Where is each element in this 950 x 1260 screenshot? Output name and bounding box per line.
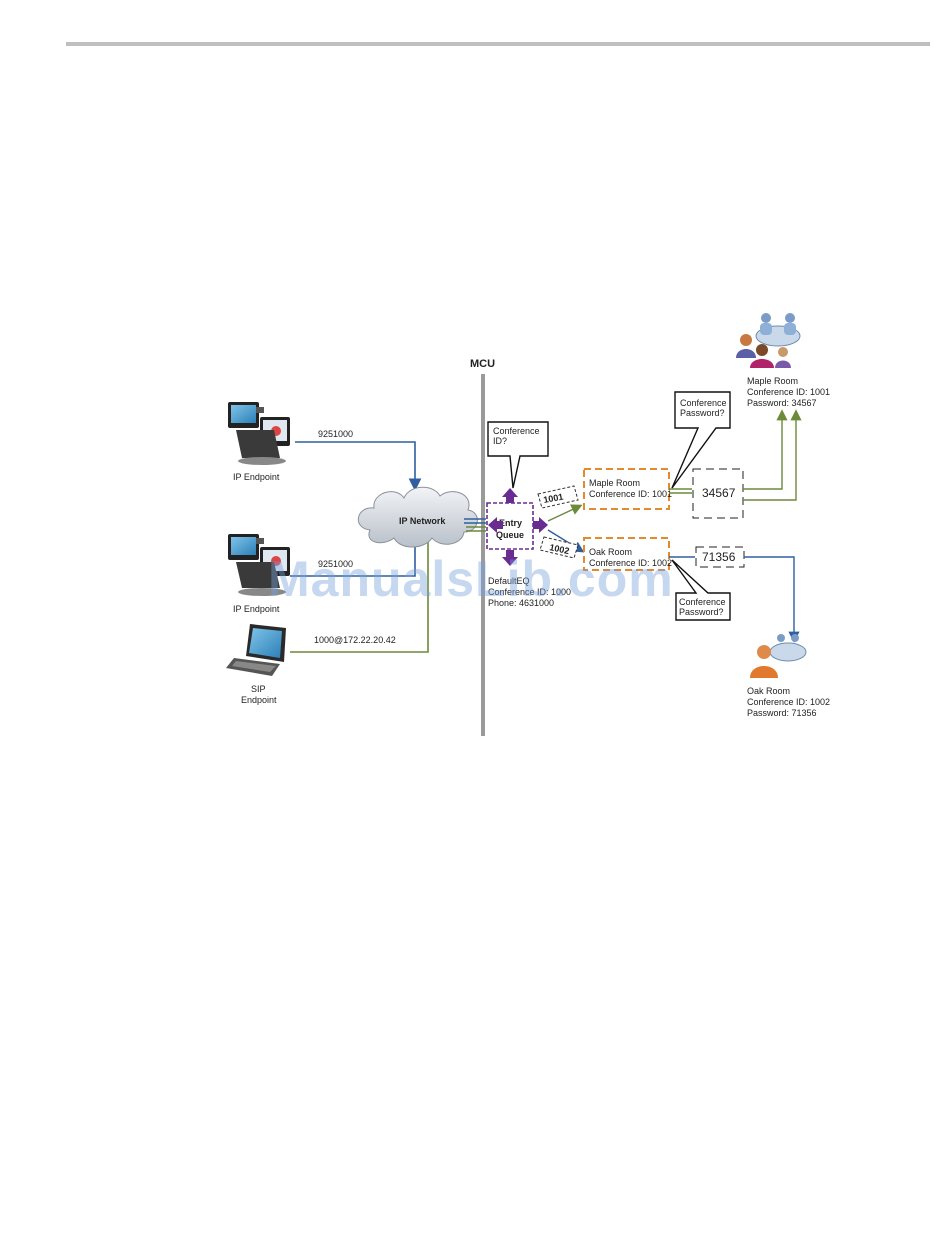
room-box-text: Maple Room xyxy=(589,478,640,488)
route-1-link xyxy=(547,504,583,522)
id-tag-text: 1001 xyxy=(543,492,564,505)
endpoint-1-dial: 9251000 xyxy=(318,429,353,439)
room-box-text: Conference ID: 1002 xyxy=(589,558,672,568)
top-rule xyxy=(66,42,930,46)
entry-queue-info: Phone: 4631000 xyxy=(488,598,554,608)
entry-queue-info: Conference ID: 1000 xyxy=(488,587,571,597)
ip-link-1 xyxy=(295,441,422,492)
right-arrow-icon xyxy=(533,517,548,533)
sip-link xyxy=(290,524,435,653)
password-to-maple xyxy=(743,409,802,501)
meeting-room-icon xyxy=(736,313,801,368)
callout-text: Conference xyxy=(680,398,727,408)
endpoint-label: IP Endpoint xyxy=(233,604,280,614)
password-text: 34567 xyxy=(702,486,736,500)
network-label: IP Network xyxy=(399,516,446,526)
room-info: Oak Room xyxy=(747,686,790,696)
password-text: 71356 xyxy=(702,550,736,564)
callout-text: ID? xyxy=(493,436,507,446)
down-arrow-icon xyxy=(502,550,518,566)
room-box-text: Oak Room xyxy=(589,547,632,557)
callout-text: Password? xyxy=(680,408,725,418)
ip-endpoint-2[interactable]: IP Endpoint xyxy=(228,534,290,614)
entry-queue-label: Entry xyxy=(499,518,522,528)
password-box-maple: 34567 xyxy=(692,468,744,519)
sip-endpoint-dial: 1000@172.22.20.42 xyxy=(314,635,396,645)
up-arrow-icon xyxy=(502,488,518,503)
cloud-icon xyxy=(358,486,478,548)
room-info: Maple Room xyxy=(747,376,798,386)
room-box-maple[interactable]: Maple Room Conference ID: 1001 xyxy=(583,468,672,510)
oak-room[interactable]: Oak Room Conference ID: 1002 Password: 7… xyxy=(747,634,830,718)
id-tag-text: 1002 xyxy=(549,542,571,556)
room-info: Password: 71356 xyxy=(747,708,817,718)
room-info: Conference ID: 1002 xyxy=(747,697,830,707)
room-box-text: Conference ID: 1001 xyxy=(589,489,672,499)
mcu-label: MCU xyxy=(470,358,495,370)
endpoint-2-dial: 9251000 xyxy=(318,559,353,569)
endpoint-label: SIP xyxy=(251,684,266,694)
callout-text: Password? xyxy=(679,607,724,617)
room-box-oak[interactable]: Oak Room Conference ID: 1002 xyxy=(583,537,672,571)
route-2-id-tag: 1002 xyxy=(539,536,579,559)
room-info: Conference ID: 1001 xyxy=(747,387,830,397)
password-callout-oak: Conference Password? xyxy=(671,559,731,621)
sip-endpoint[interactable]: SIP Endpoint xyxy=(226,624,286,705)
password-callout-maple: Conference Password? xyxy=(671,391,731,489)
video-endpoint-icon xyxy=(228,402,290,465)
entry-queue-label: Queue xyxy=(496,530,524,540)
ip-network-cloud: IP Network xyxy=(358,486,478,548)
meeting-room-icon xyxy=(750,634,807,678)
password-to-maple xyxy=(743,409,788,490)
ip-endpoint-1[interactable]: IP Endpoint xyxy=(228,402,290,482)
video-endpoint-icon xyxy=(228,534,290,596)
callout-text: Conference xyxy=(493,426,540,436)
conference-id-callout: Conference ID? xyxy=(487,421,549,489)
route-1-id-tag: 1001 xyxy=(537,485,579,509)
entry-queue[interactable]: Entry Queue xyxy=(486,488,548,566)
laptop-icon xyxy=(226,624,286,676)
password-box-oak: 71356 xyxy=(695,546,745,568)
entry-queue-info: DefaultEQ xyxy=(488,576,530,586)
endpoint-label: Endpoint xyxy=(241,695,277,705)
callout-text: Conference xyxy=(679,597,726,607)
endpoint-label: IP Endpoint xyxy=(233,472,280,482)
room-info: Password: 34567 xyxy=(747,398,817,408)
password-to-oak xyxy=(744,556,800,643)
maple-room[interactable]: Maple Room Conference ID: 1001 Password:… xyxy=(736,313,830,408)
left-arrow-icon xyxy=(488,517,503,533)
